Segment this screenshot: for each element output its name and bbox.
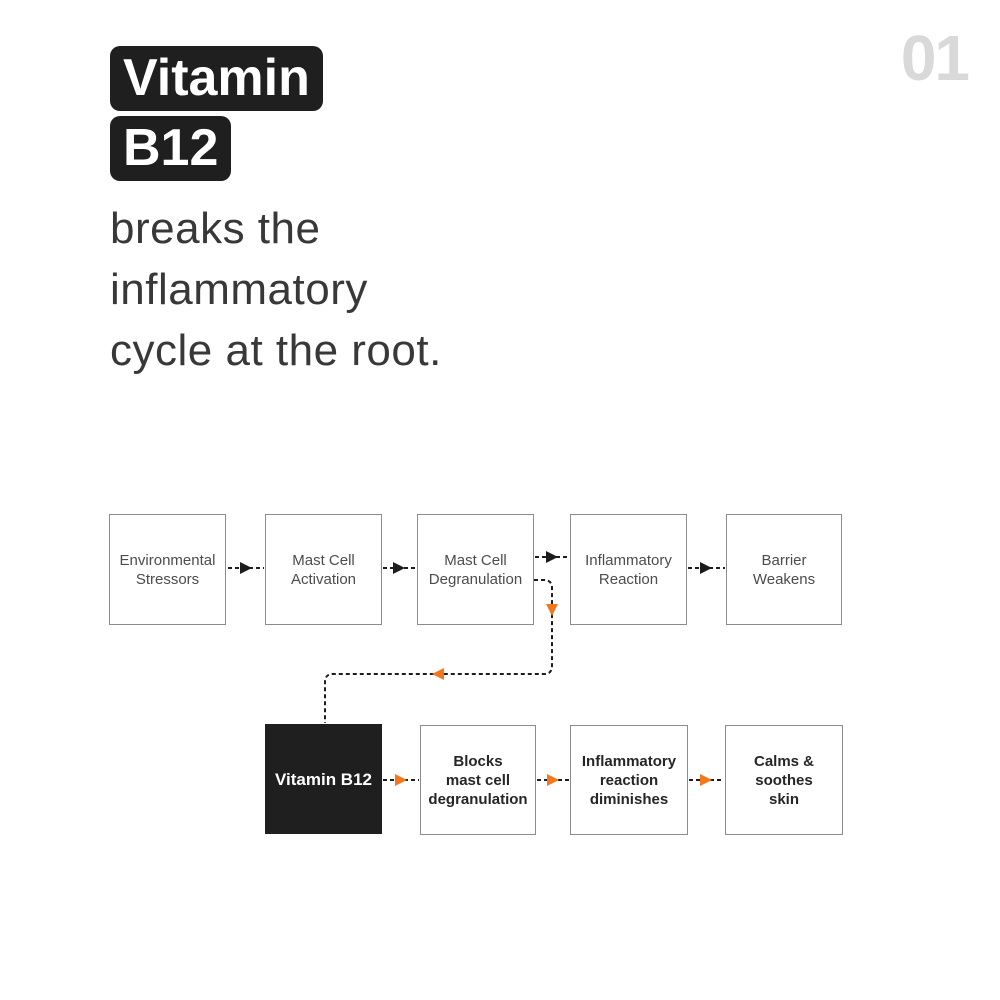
page-subtitle: breaks the inflammatory cycle at the roo…	[110, 204, 442, 375]
page-number: 01	[900, 22, 970, 94]
flow-box-environmental-stressors: Environmental Stressors	[109, 514, 226, 625]
flow-box-vitamin-b12: Vitamin B12	[265, 724, 382, 834]
flow-box-inflammatory-reaction: Inflammatory Reaction	[570, 514, 687, 625]
arrow-right-icon	[383, 774, 419, 786]
arrow-right-icon	[537, 774, 569, 786]
arrow-down-icon	[546, 604, 558, 616]
title-badge-vitamin: Vitamin	[110, 46, 323, 111]
arrow-right-icon	[688, 562, 725, 574]
flow-box-blocks-degranulation: Blocks mast cell degranulation	[420, 725, 536, 835]
title-badge-b12: B12	[110, 116, 232, 181]
flow-box-mast-cell-degranulation: Mast Cell Degranulation	[417, 514, 534, 625]
arrow-right-icon	[689, 774, 724, 786]
flow-box-barrier-weakens: Barrier Weakens	[726, 514, 842, 625]
flow-box-calms-soothes-skin: Calms & soothes skin	[725, 725, 843, 835]
flow-box-reaction-diminishes: Inflammatory reaction diminishes	[570, 725, 688, 835]
arrow-right-icon	[535, 551, 569, 563]
flow-box-mast-cell-activation: Mast Cell Activation	[265, 514, 382, 625]
arrow-left-icon	[432, 668, 444, 680]
arrow-right-icon	[383, 562, 416, 574]
arrow-right-icon	[228, 562, 264, 574]
